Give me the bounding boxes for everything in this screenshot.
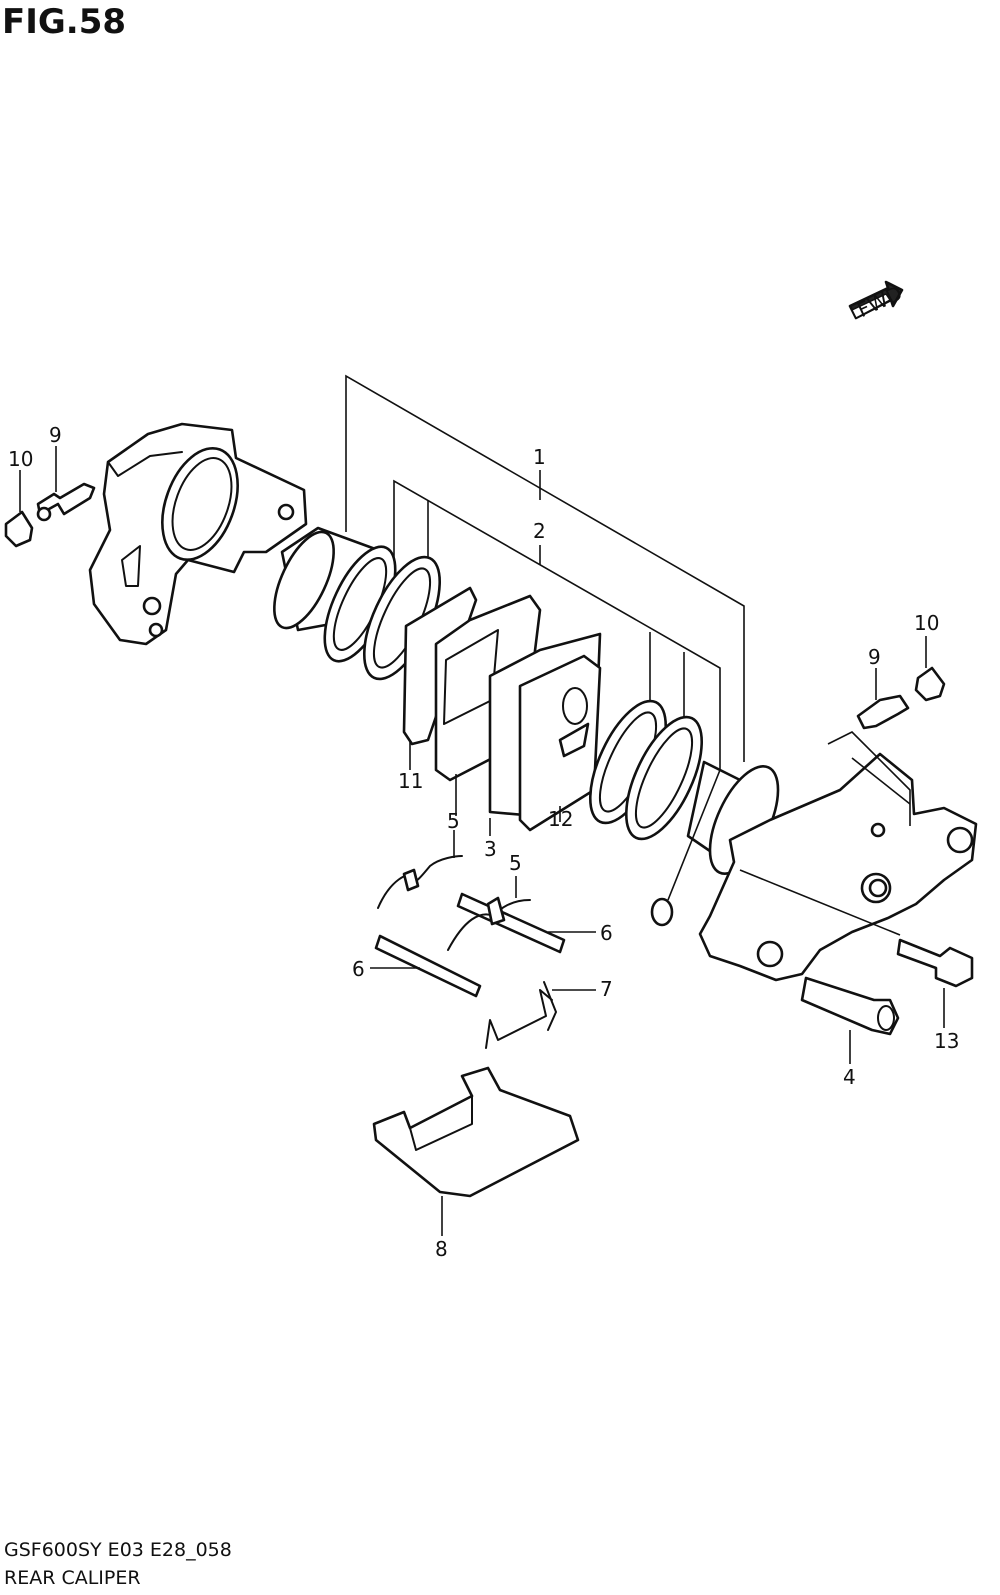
callout-9a: 9 [49, 423, 62, 447]
callout-8: 8 [435, 1237, 448, 1261]
callout-10a: 10 [8, 447, 33, 471]
callout-9b: 9 [868, 645, 881, 669]
callout-12: 12 [548, 807, 573, 831]
fwd-label: FWD [853, 281, 905, 322]
bleeder-valve-right [856, 694, 910, 730]
callout-leaders [19, 446, 945, 1236]
pad-spring [372, 1066, 580, 1198]
pad-pin-and-clips [374, 855, 566, 1049]
figure-title: FIG.58 [2, 2, 127, 42]
model-code: GSF600SY E03 E28_058 [4, 1539, 232, 1561]
callout-10b: 10 [914, 611, 939, 635]
brake-pads-and-shims [402, 586, 602, 832]
callout-5b: 5 [509, 851, 522, 875]
callout-2: 2 [533, 519, 546, 543]
callout-6b: 6 [352, 957, 365, 981]
figure-caption: REAR CALIPER [4, 1567, 141, 1589]
washer [650, 897, 674, 927]
bolt-13 [896, 938, 974, 988]
callout-6a: 6 [600, 921, 613, 945]
callout-1: 1 [533, 445, 546, 469]
callout-7: 7 [600, 977, 613, 1001]
callout-11: 11 [398, 769, 423, 793]
figure-footer: GSF600SY E03 E28_058 REAR CALIPER [4, 1536, 232, 1592]
callout-4: 4 [843, 1065, 856, 1089]
bleeder-valve-left [36, 482, 96, 522]
callout-3: 3 [484, 837, 497, 861]
caliper-right-half [698, 731, 978, 982]
caliper-left-half [88, 422, 308, 646]
forward-direction-arrow-icon: FWD [848, 280, 906, 322]
bolt-4 [800, 976, 900, 1036]
bleeder-cap-right [914, 666, 946, 702]
bleeder-cap-left [4, 510, 34, 548]
piston-and-seals [273, 526, 442, 681]
callout-13: 13 [934, 1029, 959, 1053]
callout-5a: 5 [447, 809, 460, 833]
callout-labels: 1 2 3 4 5 5 6 6 7 8 9 9 10 10 11 12 13 [8, 423, 959, 1261]
